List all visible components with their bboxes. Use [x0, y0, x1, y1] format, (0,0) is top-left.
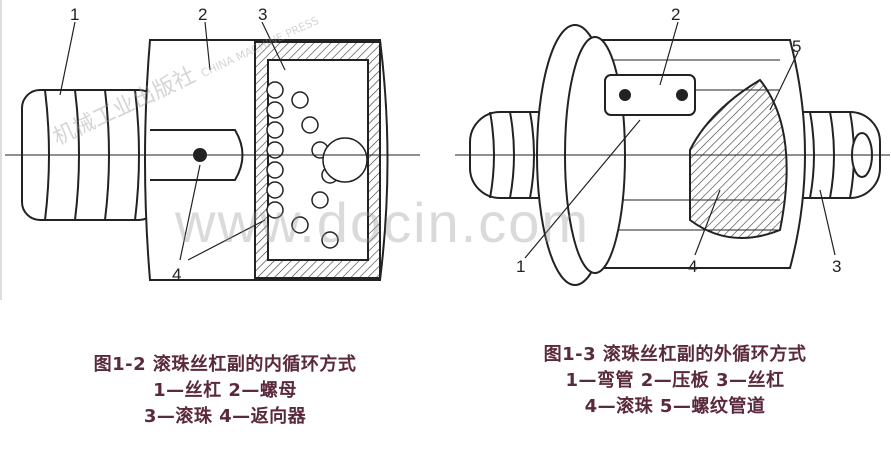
external-circulation-figure: 2 5 1 4 3 [455, 5, 890, 286]
caption-title: 图1-2 滚珠丝杠副的内循环方式 [93, 354, 357, 375]
label-4: 4 [172, 265, 181, 284]
nut [144, 39, 389, 281]
caption-title: 图1-3 滚珠丝杠副的外循环方式 [543, 344, 807, 365]
plate [604, 74, 696, 116]
leader-lines [59, 21, 286, 261]
caption-line-1: 1—丝杠 2—螺母 [153, 380, 297, 401]
caption-external-circulation: 图1-3 滚珠丝杠副的外循环方式 1—弯管 2—压板 3—丝杠 4—滚珠 5—螺… [495, 342, 855, 420]
label-1: 1 [516, 257, 525, 276]
label-3: 3 [258, 5, 267, 24]
caption-line-1: 1—弯管 2—压板 3—丝杠 [565, 370, 785, 391]
ball-screw-diagrams: 1 2 3 4 2 5 1 4 [5, 5, 890, 286]
left-border [0, 0, 2, 300]
label-4: 4 [688, 257, 697, 276]
internal-circulation-figure: 1 2 3 4 [5, 5, 420, 284]
label-2: 2 [671, 5, 680, 24]
balls [266, 81, 368, 249]
caption-line-2: 3—滚珠 4—返向器 [143, 406, 307, 427]
leader-lines [524, 21, 836, 259]
label-3: 3 [832, 257, 841, 276]
label-5: 5 [792, 37, 801, 56]
watermark-site: www.docin.com [175, 191, 591, 254]
caption-internal-circulation: 图1-2 滚珠丝杠副的内循环方式 1—丝杠 2—螺母 3—滚珠 4—返向器 [45, 352, 405, 430]
label-2: 2 [198, 5, 207, 24]
label-1: 1 [70, 5, 79, 24]
caption-line-2: 4—滚珠 5—螺纹管道 [584, 396, 766, 417]
